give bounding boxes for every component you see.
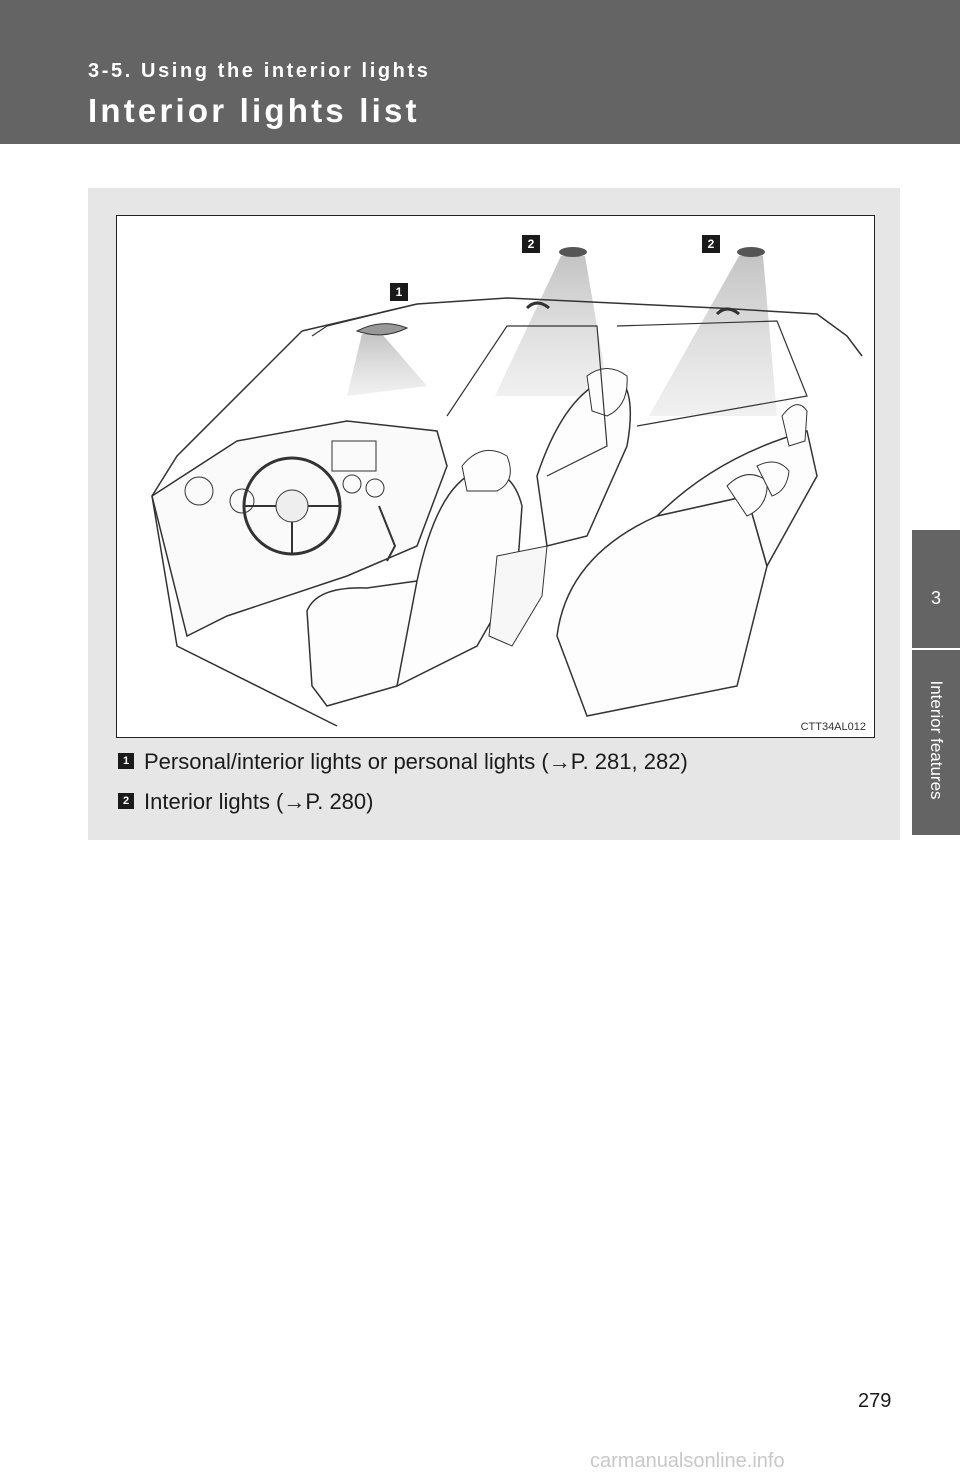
legend-text-2: Interior lights (→P. 280) — [144, 789, 374, 814]
legend-text-1: Personal/interior lights or personal lig… — [144, 749, 688, 774]
chapter-number: 3 — [930, 588, 941, 608]
legend-item-1: 1 Personal/interior lights or personal li… — [118, 749, 688, 775]
page-number: 279 — [858, 1390, 892, 1412]
legend-badge-1: 1 — [118, 753, 134, 770]
climate-knob-2 — [365, 478, 385, 498]
shift-lever — [378, 505, 397, 562]
beam-front-light — [347, 334, 427, 396]
floor-outline — [151, 495, 338, 727]
ceiling-light-rear — [737, 247, 765, 257]
a-pillar — [151, 330, 303, 497]
legend-badge-2: 2 — [118, 793, 134, 810]
figure-code: CTT34AL012 — [800, 721, 866, 733]
callout-2-rear: 2 — [702, 235, 720, 253]
interior-lights-illustration: 1 2 2 CTT34AL012 — [116, 215, 875, 738]
legend-item-2: 2 Interior lights (→P. 280) — [118, 789, 373, 815]
overhead-console — [355, 323, 409, 336]
section-label: 3-5. Using the interior lights — [88, 60, 431, 82]
audio-unit — [331, 440, 377, 472]
car-interior-drawing — [151, 247, 863, 727]
driver-seat-cushion — [306, 580, 428, 707]
page-title: Interior lights list — [88, 92, 420, 129]
center-console — [488, 545, 548, 647]
footer-watermark: carmanualsonline.info — [590, 1450, 785, 1472]
beam-rear-light — [649, 256, 777, 416]
page-header: 3-5. Using the interior lights Interior … — [0, 0, 960, 144]
grab-handle-rear — [715, 307, 740, 316]
ceiling-light-middle — [559, 247, 587, 257]
callout-2-middle: 2 — [522, 235, 540, 253]
chapter-label: Interior features — [927, 680, 946, 800]
rear-headrest-3 — [781, 404, 808, 447]
climate-knob-1 — [342, 474, 362, 494]
gauge-center — [229, 488, 255, 514]
driver-headrest — [461, 449, 511, 492]
rear-door-frame — [616, 320, 808, 427]
front-door-frame — [446, 325, 608, 477]
chapter-tab[interactable] — [912, 530, 960, 835]
front-console-overhead — [311, 303, 418, 337]
grab-handle-front — [525, 301, 550, 310]
callout-1: 1 — [390, 283, 408, 301]
dashboard — [151, 420, 448, 638]
chapter-tab-divider — [912, 648, 960, 650]
rear-headrest-2 — [756, 461, 790, 497]
gauge-left — [184, 476, 214, 506]
steering-hub — [275, 489, 309, 523]
